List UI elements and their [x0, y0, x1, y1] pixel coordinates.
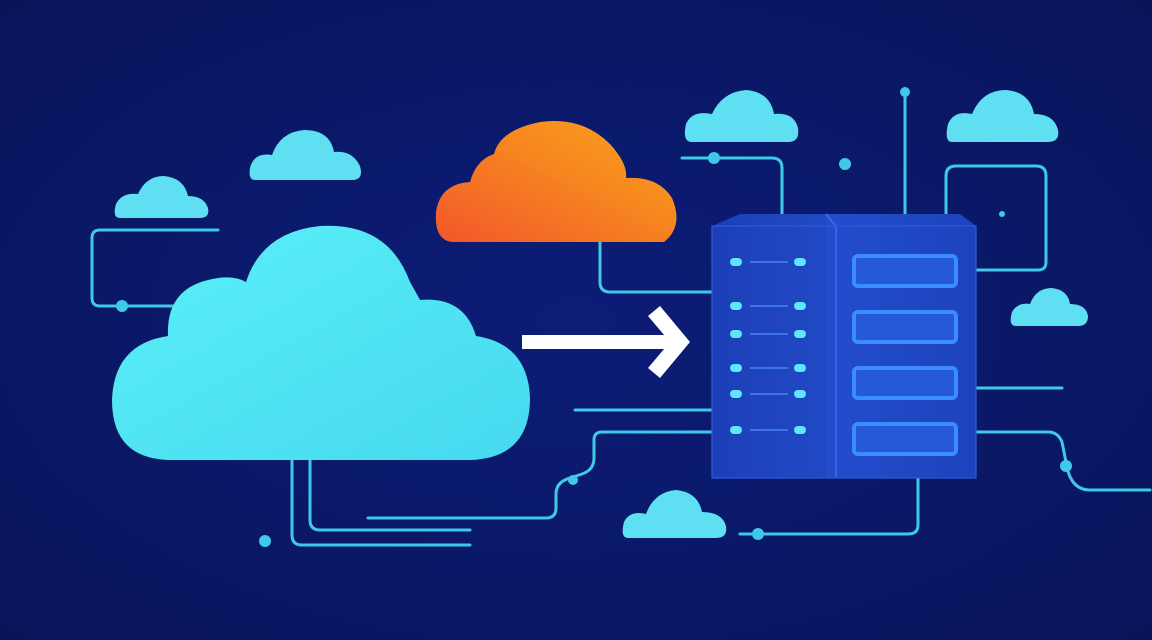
small-cloud-icon	[684, 90, 799, 142]
circuit-lines-left	[90, 228, 472, 547]
circuit-line-icon	[974, 430, 1152, 492]
circuit-line-icon	[738, 476, 920, 536]
node-dot-icon	[708, 152, 720, 164]
node-dot-icon	[116, 300, 128, 312]
small-clouds	[114, 90, 1088, 538]
circuit-line-icon	[308, 453, 472, 532]
circuit-lines-right	[366, 90, 1152, 536]
server-led-row	[730, 364, 806, 372]
node-dot-icon	[568, 475, 578, 485]
server-rack-icon	[711, 213, 977, 479]
large-cloud-icon	[112, 225, 530, 460]
server-slot-rows	[852, 254, 958, 456]
small-cloud-icon	[622, 490, 727, 538]
node-dot-icon	[259, 535, 271, 547]
server-drive-slot	[852, 254, 958, 288]
server-drive-slot	[852, 310, 958, 344]
server-led-row	[730, 302, 806, 310]
circuit-line-icon	[944, 164, 1048, 272]
node-dot-icon	[1060, 460, 1072, 472]
small-cloud-icon	[249, 130, 361, 180]
server-led-row	[730, 390, 806, 398]
server-led-row	[730, 258, 806, 266]
arrow-right-icon	[522, 306, 690, 378]
node-dot-icon	[999, 211, 1005, 217]
server-drive-slot	[852, 422, 958, 456]
node-dot-icon	[839, 158, 851, 170]
server-led-rows	[730, 258, 806, 434]
circuit-line-icon	[680, 156, 784, 216]
small-cloud-icon	[114, 176, 209, 218]
circuit-line-icon	[90, 228, 220, 308]
node-dot-icon	[752, 528, 764, 540]
circuit-line-icon	[290, 453, 472, 547]
server-drive-slot	[852, 366, 958, 400]
small-cloud-icon	[1010, 288, 1088, 326]
small-cloud-icon	[946, 90, 1059, 142]
circuit-line-icon	[598, 238, 714, 294]
orange-cloud-icon	[435, 120, 677, 242]
server-led-row	[730, 426, 806, 434]
node-dot-icon	[900, 87, 910, 97]
server-led-row	[730, 330, 806, 338]
